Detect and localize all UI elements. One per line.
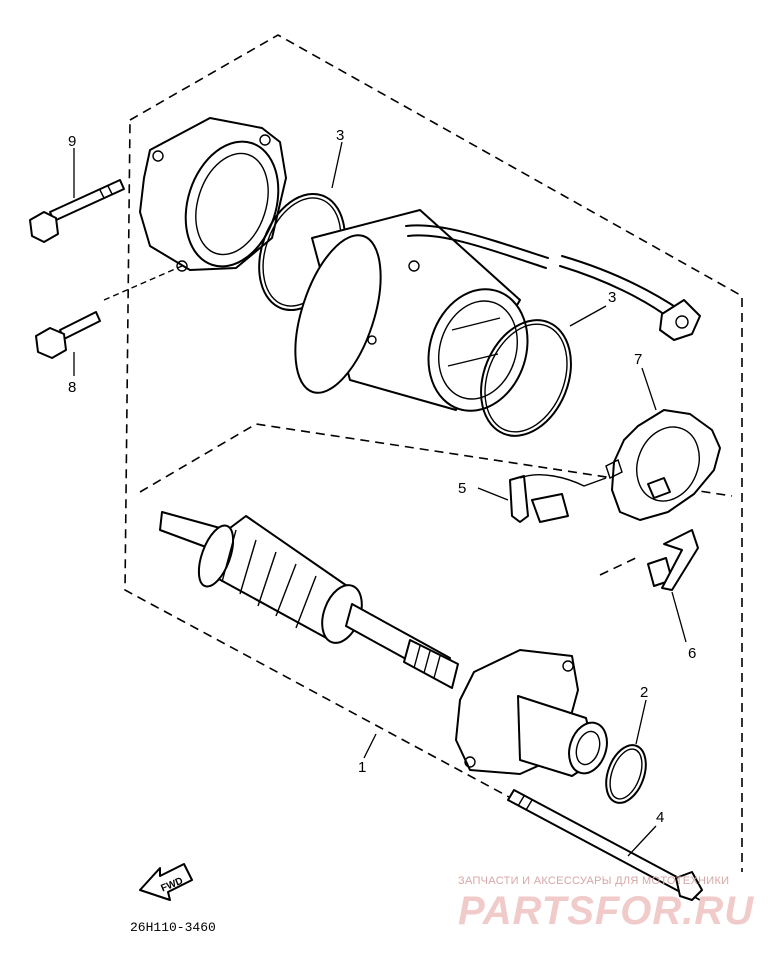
leader-3-right: [569, 305, 607, 327]
lead-wire: [405, 224, 701, 341]
callout-7: 7: [634, 351, 642, 368]
bolt-8-path: [103, 265, 183, 301]
callout-4: 4: [656, 809, 664, 826]
yoke-housing: [294, 209, 529, 412]
callout-3-top: 3: [336, 127, 344, 144]
callout-2: 2: [640, 684, 648, 701]
leader-6: [671, 591, 687, 643]
assembly-boundary-outer: [124, 34, 743, 901]
rear-cover: [455, 649, 608, 777]
leader-3-top: [331, 141, 343, 189]
fwd-arrow-icon: FWD: [139, 863, 193, 901]
callout-5: 5: [458, 480, 466, 497]
o-ring-2: [605, 744, 647, 804]
leader-5: [477, 487, 509, 501]
through-bolt-4: [507, 789, 703, 901]
callout-9: 9: [68, 133, 76, 150]
drawing-code: 26H110-3460: [130, 920, 216, 935]
callout-1: 1: [358, 759, 366, 776]
armature-1: [159, 511, 459, 689]
leader-7: [641, 367, 657, 411]
watermark-brand: PARTSFOR.RU: [458, 889, 754, 933]
watermark: ЗАПЧАСТИ И АКСЕССУАРЫ ДЛЯ МОТОТЕХНИКИ PA…: [458, 875, 754, 933]
bolt-9: [29, 179, 125, 243]
callout-8: 8: [68, 379, 76, 396]
brush-holder-5: [509, 474, 607, 523]
leader-1: [363, 733, 377, 759]
leader-4: [627, 825, 657, 857]
watermark-tagline: ЗАПЧАСТИ И АКСЕССУАРЫ ДЛЯ МОТОТЕХНИКИ: [458, 875, 729, 887]
callout-3-right: 3: [608, 289, 616, 306]
bolt-8: [35, 311, 101, 359]
brush-6: [647, 529, 699, 591]
brush-plate-7: [605, 409, 721, 521]
o-ring-3-right: [480, 319, 572, 437]
leader-2: [635, 699, 647, 745]
assembly-boundary-inner: [139, 423, 733, 576]
callout-6: 6: [688, 645, 696, 662]
front-cover: [139, 117, 287, 272]
